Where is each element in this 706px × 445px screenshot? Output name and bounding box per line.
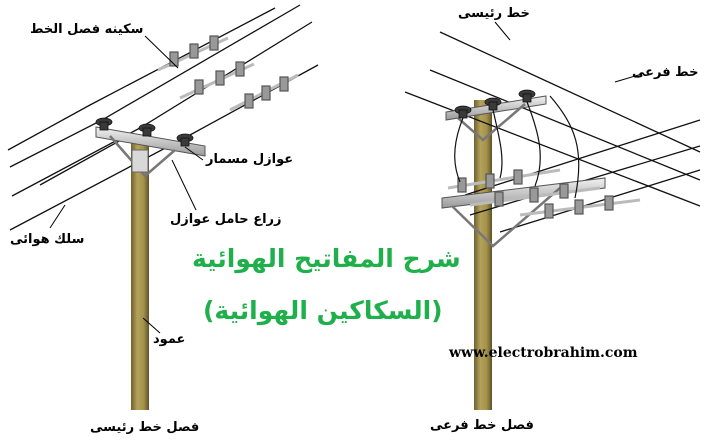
label-crossarm: زراع حامل عوازل [170, 212, 282, 227]
overhead-wires-right [404, 31, 701, 233]
main-line-section-figure [7, 4, 319, 410]
crossarm-left [95, 126, 206, 178]
disconnect-switches-left [157, 35, 299, 112]
label-disconnect-switch: سكينه فصل الخط [30, 22, 144, 37]
website-url: www.electrobrahim.com [449, 345, 638, 361]
title-line-2: (السكاكين الهوائية) [203, 296, 443, 325]
label-main-line-section: فصل خط رئيسى [90, 420, 200, 435]
pointer-lines-left [49, 35, 204, 334]
pin-insulators-right [454, 89, 536, 119]
pointer-lines-right [494, 21, 643, 83]
label-branch-line-section: فصل خط فرعى [430, 418, 534, 433]
title-line-1: شرح المفاتيح الهوائية [192, 244, 461, 273]
pole-right [474, 100, 492, 410]
pin-insulators-left [95, 117, 194, 147]
label-overhead-wire: سلك هوائى [10, 232, 85, 247]
label-pole: عمود [153, 332, 186, 347]
pole-left [131, 138, 149, 410]
drop-leads-right [454, 95, 580, 199]
label-pin-insulators: عوازل مسمار [206, 152, 294, 167]
branch-line-section-figure [404, 21, 701, 410]
label-branch-line: خط فرعى [632, 65, 699, 80]
overhead-wires-left [7, 4, 319, 231]
disconnect-switches-right [447, 168, 641, 219]
label-main-line: خط رئيسى [458, 6, 530, 21]
